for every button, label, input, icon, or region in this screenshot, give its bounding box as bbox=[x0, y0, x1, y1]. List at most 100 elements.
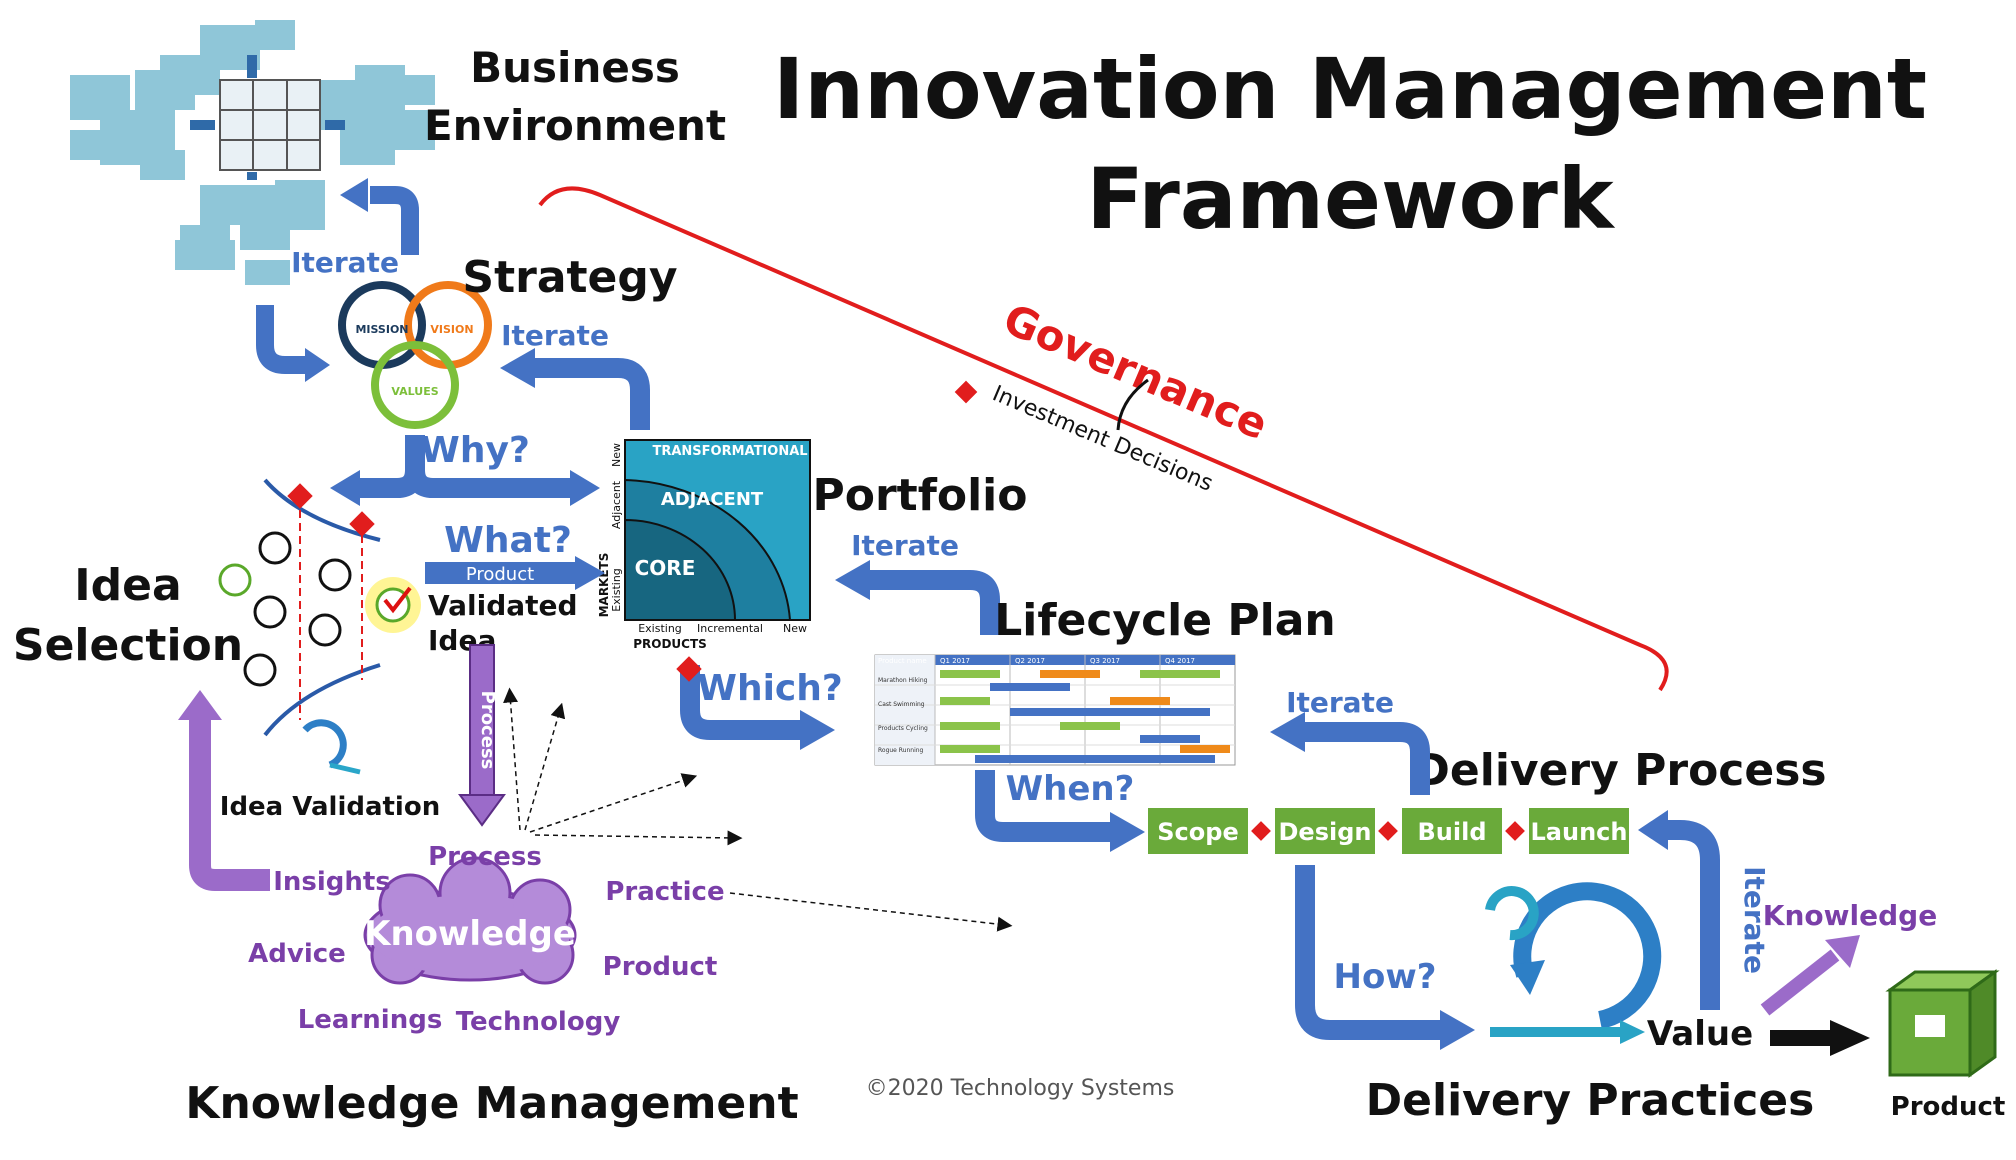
y-tick-existing: Existing bbox=[610, 568, 623, 612]
when-label: When? bbox=[1006, 769, 1135, 809]
delivery-cycle-icon bbox=[1485, 882, 1662, 1044]
iterate-label-portfolio: Iterate bbox=[851, 529, 959, 562]
iterate-arrow-env bbox=[370, 186, 419, 255]
product-output-arrow bbox=[1770, 1030, 1830, 1046]
y-axis-label: MARKETS bbox=[597, 553, 611, 618]
product-box-icon bbox=[1885, 969, 2000, 1078]
step-design bbox=[1275, 808, 1375, 854]
product-arrow-label: Product bbox=[466, 564, 534, 585]
x-tick-existing: Existing bbox=[638, 622, 682, 635]
gantt-quarter-1: Q1 2017 bbox=[940, 657, 970, 665]
governance-diamond bbox=[954, 380, 978, 404]
process-arrow-label: Process bbox=[477, 691, 498, 770]
iterate-label-strategy: Iterate bbox=[501, 319, 609, 352]
zone-transformational: TRANSFORMATIONAL bbox=[652, 444, 807, 459]
why-label: Why? bbox=[420, 430, 530, 471]
y-tick-new: New bbox=[610, 443, 623, 467]
bulb-icon bbox=[218, 563, 252, 597]
km-item-practice: Practice bbox=[605, 877, 724, 907]
value-label: Value bbox=[1647, 1014, 1753, 1054]
bulb-icon bbox=[258, 531, 292, 565]
copyright: ©2020 Technology Systems bbox=[866, 1076, 1175, 1101]
idea-selection-label-2: Selection bbox=[13, 620, 243, 671]
bulb-icon bbox=[253, 595, 287, 629]
validation-cycle-icon bbox=[302, 719, 347, 769]
lifecycle-gantt: Product name Q1 2017 Q2 2017 Q3 2017 Q4 … bbox=[874, 654, 1236, 766]
portfolio-label: Portfolio bbox=[813, 470, 1028, 521]
delivery-process-label: Delivery Process bbox=[1413, 745, 1826, 796]
insights-arrow bbox=[189, 720, 270, 891]
mission-label: MISSION bbox=[355, 323, 408, 336]
delivery-practices-label: Delivery Practices bbox=[1366, 1075, 1815, 1126]
gantt-quarter-4: Q4 2017 bbox=[1165, 657, 1195, 665]
gantt-row-1: Marathon Hiking bbox=[878, 677, 928, 684]
which-diamond bbox=[676, 656, 702, 682]
km-item-insights: Insights bbox=[273, 867, 391, 897]
governance-brace bbox=[1116, 378, 1149, 431]
business-environment-label-2: Environment bbox=[424, 101, 726, 150]
km-item-process: Process bbox=[428, 842, 542, 872]
idea-selection-label-1: Idea bbox=[74, 560, 181, 611]
title-line2: Framework bbox=[1086, 150, 1615, 248]
product-output-label: Product bbox=[1891, 1092, 2006, 1122]
knowledge-output-label: Knowledge bbox=[1763, 899, 1937, 932]
knowledge-dashed-arrows bbox=[503, 687, 1013, 932]
vision-label: VISION bbox=[430, 323, 473, 336]
when-arrow bbox=[975, 770, 1110, 842]
gantt-row-3: Products Cycling bbox=[878, 725, 928, 732]
km-item-advice: Advice bbox=[248, 939, 346, 969]
step-design-label: Design bbox=[1279, 818, 1372, 846]
bulb-icon bbox=[318, 558, 352, 592]
idea-funnel bbox=[218, 478, 421, 775]
iterate-label-delivery: Iterate bbox=[1738, 866, 1771, 974]
knowledge-management-label: Knowledge Management bbox=[185, 1078, 798, 1129]
which-arrow bbox=[680, 665, 800, 740]
iterate-arrow-strategy bbox=[535, 358, 650, 430]
step-build-label: Build bbox=[1417, 818, 1486, 846]
km-item-learnings: Learnings bbox=[298, 1005, 443, 1035]
iterate-arrow-lifecycle bbox=[1305, 722, 1430, 795]
idea-validation-label: Idea Validation bbox=[220, 792, 440, 822]
x-tick-new: New bbox=[783, 622, 807, 635]
bulb-icon bbox=[243, 653, 277, 687]
values-label: VALUES bbox=[391, 385, 438, 398]
funnel-diamond-1 bbox=[287, 483, 313, 509]
x-tick-incremental: Incremental bbox=[697, 622, 763, 635]
gantt-header: Product name bbox=[878, 657, 927, 665]
zone-core: CORE bbox=[635, 556, 696, 580]
check-icon bbox=[383, 586, 412, 614]
step-build bbox=[1402, 808, 1502, 854]
gantt-quarter-2: Q2 2017 bbox=[1015, 657, 1045, 665]
values-circle bbox=[371, 341, 459, 429]
zone-adjacent: ADJACENT bbox=[661, 489, 764, 510]
what-label: What? bbox=[444, 520, 572, 561]
why-arrow bbox=[360, 435, 570, 498]
gantt-row-2: Cast Swimming bbox=[878, 701, 925, 708]
km-item-technology: Technology bbox=[456, 1007, 621, 1037]
lifecycle-plan-label: Lifecycle Plan bbox=[994, 595, 1336, 646]
step-launch bbox=[1529, 808, 1629, 854]
knowledge-cloud-label: Knowledge bbox=[364, 914, 576, 954]
business-environment-notes bbox=[70, 20, 435, 285]
portfolio-matrix: TRANSFORMATIONAL ADJACENT CORE MARKETS N… bbox=[597, 439, 811, 651]
step-scope-label: Scope bbox=[1157, 818, 1238, 846]
knowledge-output-arrow bbox=[1760, 949, 1840, 1016]
knowledge-cloud bbox=[363, 856, 577, 985]
x-axis-label: PRODUCTS bbox=[633, 637, 707, 651]
gantt-row-4: Rogue Running bbox=[878, 747, 924, 754]
step-launch-label: Launch bbox=[1531, 818, 1628, 846]
strategy-circles: MISSION VISION VALUES bbox=[338, 281, 492, 429]
how-label: How? bbox=[1334, 957, 1437, 997]
title-line1: Innovation Management bbox=[773, 40, 1927, 138]
business-environment-label-1: Business bbox=[470, 43, 680, 92]
gantt-quarter-3: Q3 2017 bbox=[1090, 657, 1120, 665]
iterate-arrow-delivery bbox=[1668, 820, 1720, 1010]
y-tick-adjacent: Adjacent bbox=[610, 480, 623, 529]
how-arrow bbox=[1295, 865, 1440, 1040]
km-item-product: Product bbox=[603, 952, 718, 982]
iterate-label-lifecycle: Iterate bbox=[1286, 686, 1394, 719]
which-label: Which? bbox=[697, 668, 843, 709]
bulb-icon bbox=[308, 613, 342, 647]
